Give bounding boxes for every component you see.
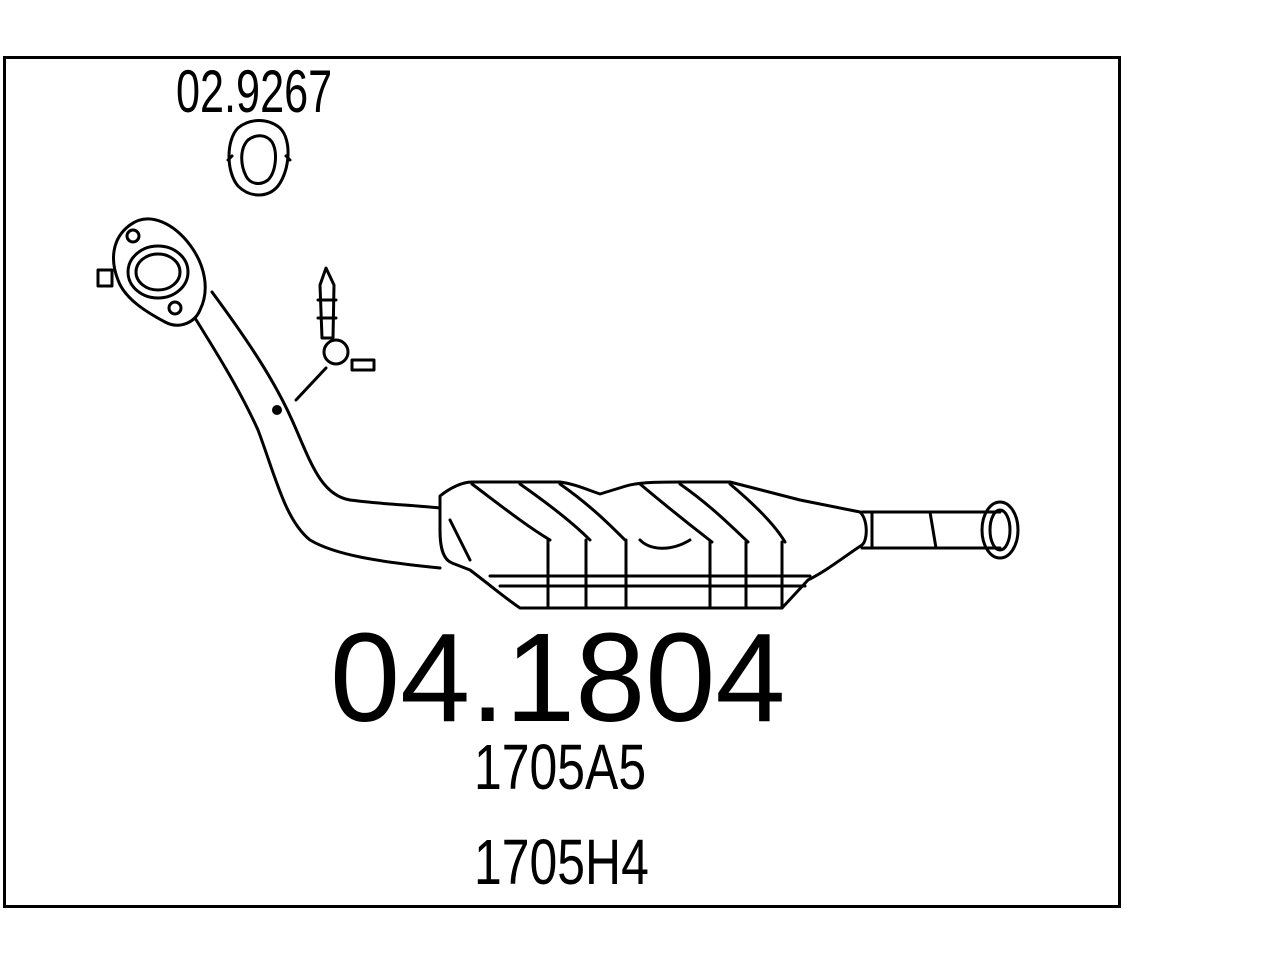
tail-pipe	[860, 500, 1020, 560]
reference-code-1: 1705A5	[474, 731, 647, 803]
reference-code-2: 1705H4	[474, 826, 649, 898]
catalytic-converter	[438, 480, 868, 610]
gasket-ring-icon	[226, 119, 292, 197]
diagram-frame	[3, 56, 1121, 908]
front-pipe	[96, 217, 442, 570]
gasket-code-label: 02.9267	[176, 58, 333, 125]
part-number-label: 04.1804	[330, 607, 786, 748]
lambda-sensor	[294, 266, 376, 402]
